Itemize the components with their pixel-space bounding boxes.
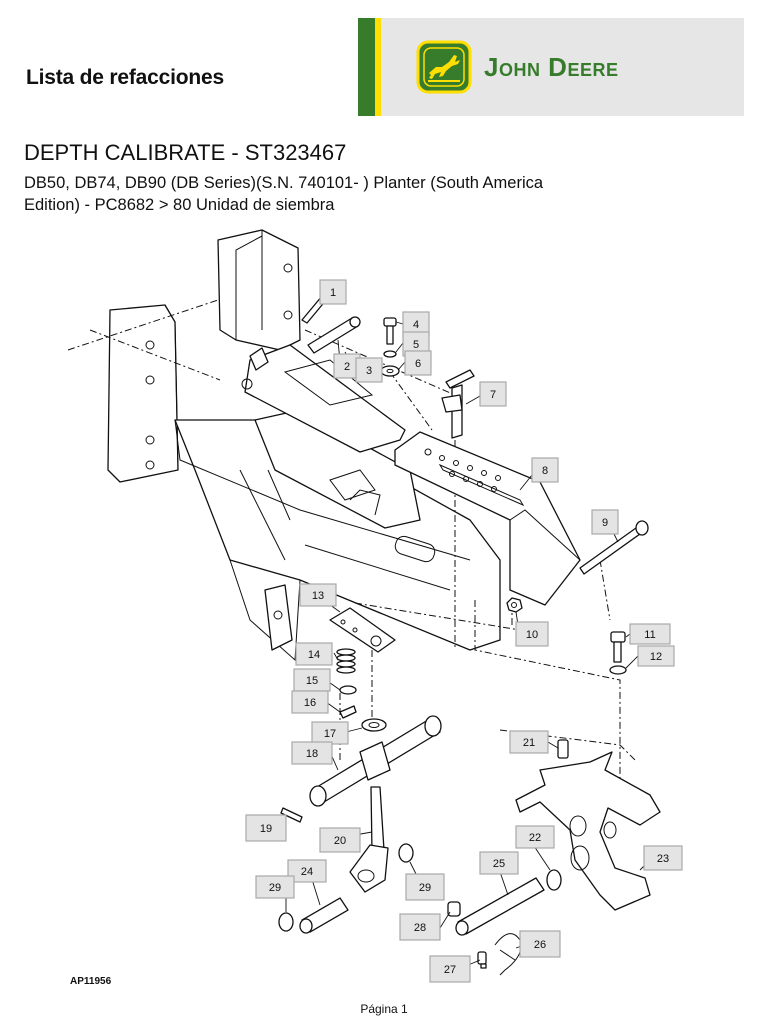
callout-26: 26 <box>519 930 561 958</box>
callout-7: 7 <box>479 381 507 407</box>
part-27-bolt <box>477 951 487 969</box>
callout-17: 17 <box>311 721 349 745</box>
leaping-deer-logo-icon <box>416 40 472 94</box>
part-6-washer <box>380 365 400 377</box>
callout-15: 15 <box>293 668 331 692</box>
svg-text:12: 12 <box>650 651 662 663</box>
callout-23: 23 <box>643 845 683 871</box>
svg-text:24: 24 <box>301 866 313 878</box>
svg-text:9: 9 <box>602 517 608 529</box>
callout-24: 24 <box>287 859 327 883</box>
part-19-roll-pin <box>280 807 303 823</box>
diagram-reference-code: AP11956 <box>70 976 112 987</box>
brand-stripe-yellow <box>375 18 381 116</box>
page-heading: Lista de refacciones <box>26 66 224 89</box>
svg-text:29: 29 <box>269 882 281 894</box>
part-16-pin <box>339 705 357 719</box>
svg-text:22: 22 <box>529 832 541 844</box>
callout-27: 27 <box>429 955 471 983</box>
part-8-adjustment-plate <box>394 431 581 606</box>
brand-name: John Deere <box>484 52 619 82</box>
svg-text:21: 21 <box>523 737 535 749</box>
callout-13: 13 <box>299 583 337 607</box>
svg-text:4: 4 <box>413 319 419 331</box>
part-11-cap-screw <box>610 631 626 663</box>
callout-21: 21 <box>509 730 549 754</box>
svg-text:6: 6 <box>415 358 421 370</box>
callout-29-right: 29 <box>405 873 445 901</box>
svg-text:27: 27 <box>444 964 456 976</box>
part-13-spring-plate <box>329 607 396 653</box>
callout-12: 12 <box>637 645 675 667</box>
callout-20: 20 <box>319 827 361 853</box>
part-4-cap-screw <box>383 317 397 345</box>
svg-text:19: 19 <box>260 823 272 835</box>
document-subtitle: DB50, DB74, DB90 (DB Series)(S.N. 740101… <box>24 174 544 214</box>
svg-text:2: 2 <box>344 361 350 373</box>
svg-text:13: 13 <box>312 590 324 602</box>
svg-text:7: 7 <box>490 389 496 401</box>
callout-10: 10 <box>515 621 549 647</box>
part-10-nut <box>506 597 523 613</box>
callout-8: 8 <box>531 457 559 483</box>
svg-text:28: 28 <box>414 922 426 934</box>
svg-text:18: 18 <box>306 748 318 760</box>
svg-text:16: 16 <box>304 697 316 709</box>
svg-text:20: 20 <box>334 835 346 847</box>
part-15-washer <box>339 685 357 695</box>
callout-29-left: 29 <box>255 875 295 899</box>
page-number: Página 1 <box>360 1002 408 1016</box>
callout-19: 19 <box>245 814 287 842</box>
svg-text:14: 14 <box>308 649 320 661</box>
part-29-snap-ring-left <box>278 912 294 932</box>
callout-3: 3 <box>355 357 383 383</box>
svg-text:10: 10 <box>526 629 538 641</box>
part-28-bushing <box>447 901 461 917</box>
planter-frame <box>67 229 501 662</box>
part-22-washer <box>546 869 562 891</box>
svg-text:29: 29 <box>419 882 431 894</box>
svg-text:5: 5 <box>413 339 419 351</box>
part-14-spring <box>336 648 356 674</box>
part-29-snap-ring-right <box>398 843 414 863</box>
svg-text:8: 8 <box>542 465 548 477</box>
document-title: DEPTH CALIBRATE - ST323467 <box>24 140 347 165</box>
part-12-washer <box>609 665 627 675</box>
callout-18: 18 <box>291 741 333 765</box>
callout-22: 22 <box>515 825 555 849</box>
callout-25: 25 <box>479 851 519 875</box>
brand-banner: John Deere <box>358 18 744 116</box>
part-3-depth-bracket <box>241 344 406 453</box>
part-18-cross-shaft <box>309 715 442 807</box>
callout-28: 28 <box>399 913 441 941</box>
part-5-lock-washer <box>383 350 397 358</box>
svg-text:26: 26 <box>534 939 546 951</box>
callout-16: 16 <box>291 690 329 714</box>
svg-text:1: 1 <box>330 287 336 299</box>
callout-14: 14 <box>295 642 333 666</box>
part-24-sleeve <box>299 897 349 934</box>
brand-stripe-green <box>358 18 375 116</box>
callout-1: 1 <box>319 279 347 305</box>
svg-text:11: 11 <box>644 629 655 641</box>
callout-11: 11 <box>629 623 671 645</box>
callout-6: 6 <box>404 350 432 376</box>
part-20-adjustment-link <box>349 786 389 893</box>
part-7-t-handle-pin <box>441 369 475 439</box>
svg-text:23: 23 <box>657 853 669 865</box>
part-23-gauge-wheel-arm <box>515 751 661 911</box>
part-26-hair-pin <box>494 933 522 976</box>
part-21-bushing <box>557 739 569 759</box>
part-25-pivot-shaft <box>455 877 545 936</box>
svg-text:15: 15 <box>306 675 318 687</box>
svg-text:3: 3 <box>366 365 372 377</box>
part-17-washer <box>361 718 387 732</box>
svg-text:17: 17 <box>324 728 336 740</box>
callout-9: 9 <box>591 509 619 535</box>
exploded-parts-diagram: 1 2 3 4 5 6 7 8 9 10 11 12 13 14 15 16 1… <box>67 229 683 983</box>
svg-text:25: 25 <box>493 858 505 870</box>
